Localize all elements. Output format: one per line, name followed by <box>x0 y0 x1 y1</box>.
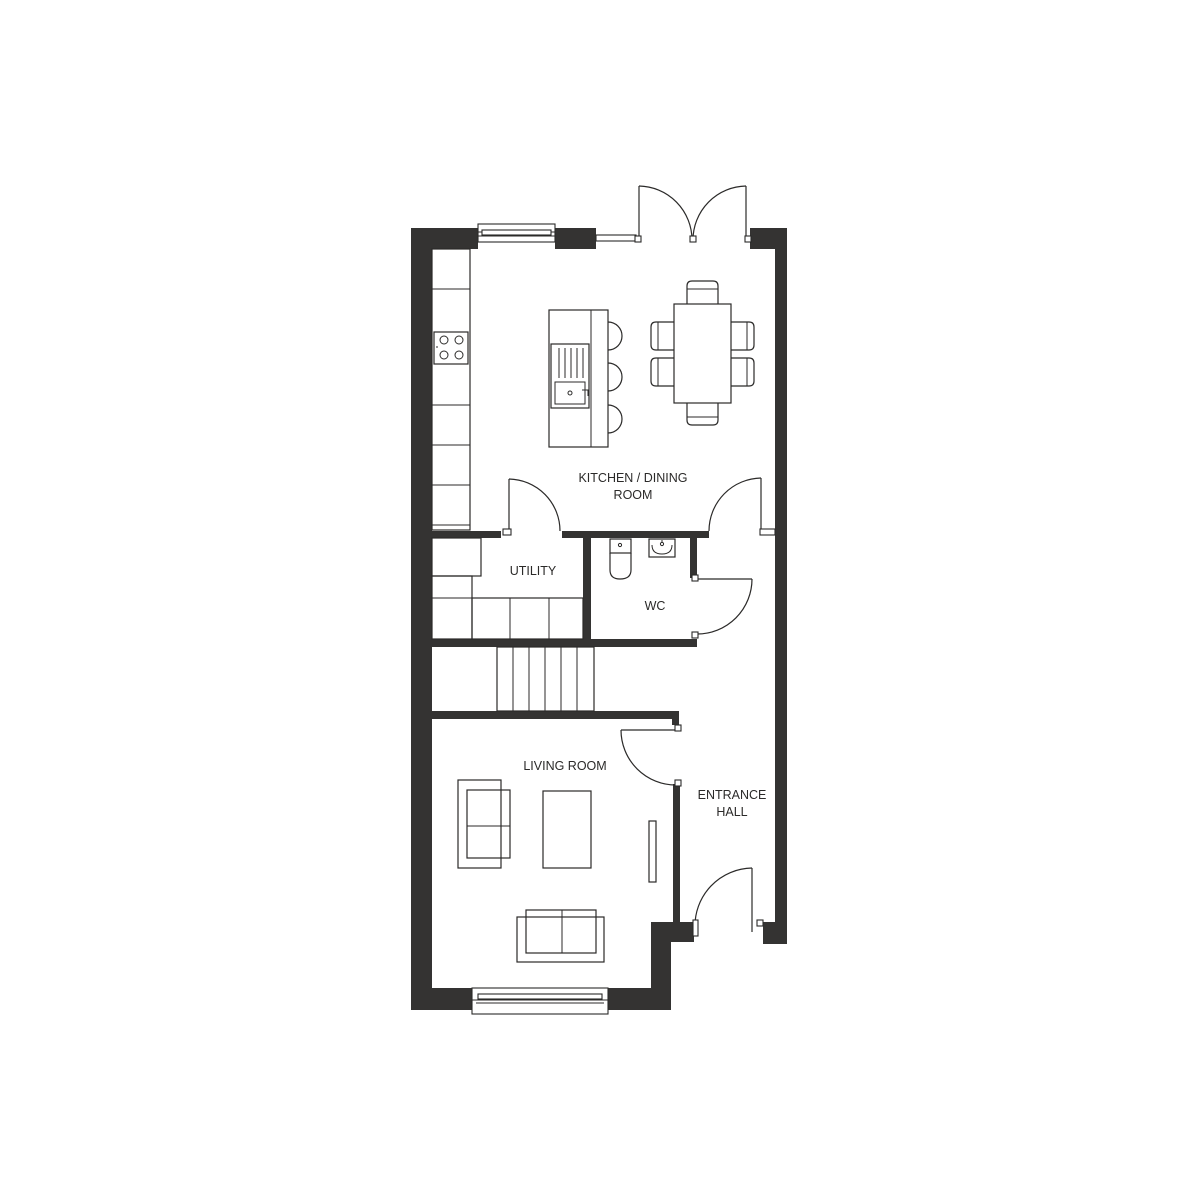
front-door-jamb-right <box>763 922 787 944</box>
armchair <box>457 779 511 869</box>
front-wall-left <box>411 988 476 1010</box>
living-hall-partition <box>673 784 680 924</box>
sofa <box>516 909 605 963</box>
living-room-label: LIVING ROOM <box>523 759 606 773</box>
utility-door <box>502 478 561 536</box>
kitchen-island <box>548 309 623 448</box>
kitchen-worktop <box>431 248 471 531</box>
tv-unit <box>648 820 657 883</box>
bay-wall <box>651 922 671 1010</box>
hall-to-kitchen-door <box>708 477 776 536</box>
door-threshold <box>595 234 637 242</box>
dining-table <box>650 280 755 426</box>
kitchen-label-line1: KITCHEN / DINING <box>578 471 687 485</box>
utility-label: UTILITY <box>510 564 557 578</box>
hall-label-line1: ENTRANCE <box>698 788 767 802</box>
walls <box>411 228 787 1010</box>
right-external-wall-lower <box>775 539 787 944</box>
hob <box>433 331 469 365</box>
front-door <box>692 867 764 937</box>
french-doors <box>634 185 752 243</box>
coffee-table <box>542 790 592 869</box>
bay-wall-return <box>651 922 694 942</box>
wc-basin <box>648 538 676 558</box>
living-top-wall <box>432 711 679 719</box>
utility-units <box>431 537 584 640</box>
wc-label: WC <box>645 599 666 613</box>
utility-wc-partition <box>583 538 591 641</box>
rear-wall-mid <box>555 228 596 249</box>
wc-bottom-wall <box>432 639 697 647</box>
utility-top-wall <box>432 531 501 538</box>
right-external-wall-upper <box>775 228 787 539</box>
kitchen-label-line2: ROOM <box>614 488 653 502</box>
wc-door <box>691 574 753 639</box>
wc-door-jamb-top <box>690 538 697 578</box>
wc-toilet <box>609 538 632 580</box>
wc-top-wall <box>562 531 709 538</box>
hall-label-line2: HALL <box>716 805 747 819</box>
front-window <box>471 987 609 1015</box>
living-door-jamb <box>672 711 679 725</box>
left-external-wall <box>411 228 432 1010</box>
staircase <box>496 646 595 712</box>
rear-wall-left <box>411 228 478 249</box>
rear-window <box>477 223 556 243</box>
living-room-door <box>620 724 682 787</box>
